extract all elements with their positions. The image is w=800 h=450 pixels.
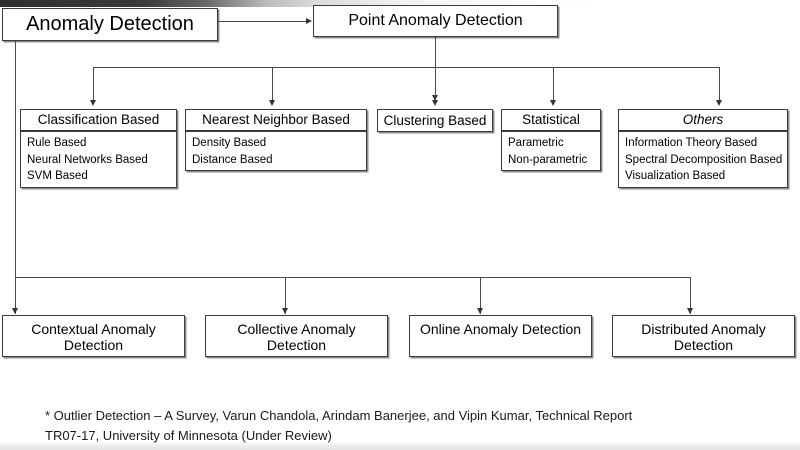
group-clustering-based-header: Clustering Based (377, 109, 493, 132)
node-distributed-anomaly-detection-label: Distributed Anomaly Detection (641, 321, 766, 353)
group-clustering-based[interactable]: Clustering Based (377, 109, 493, 132)
node-point-anomaly-detection[interactable]: Point Anomaly Detection (313, 5, 558, 37)
slide-bottom-edge-artifact (0, 442, 800, 450)
list-item: SVM Based (27, 170, 88, 183)
connector-drop-online (480, 277, 481, 314)
connector-drop-online-arrowhead (476, 308, 483, 314)
list-item: Density Based (192, 137, 267, 149)
connector-drop-statistical-arrowhead (549, 100, 556, 106)
group-classification-based[interactable]: Classification Based Rule Based Neural N… (20, 109, 177, 188)
slide-top-edge-artifact (0, 0, 800, 7)
connector-drop-collective (285, 277, 286, 314)
node-point-anomaly-detection-label: Point Anomaly Detection (348, 12, 523, 29)
connector-point-drop-arrowhead (431, 95, 438, 101)
node-distributed-anomaly-detection[interactable]: Distributed Anomaly Detection (612, 315, 795, 357)
node-anomaly-detection[interactable]: Anomaly Detection (2, 8, 218, 41)
connector-drop-others-arrowhead (715, 100, 722, 106)
source-citation: * Outlier Detection – A Survey, Varun Ch… (45, 408, 633, 443)
group-statistical-items: Parametric Non-parametric (501, 131, 601, 171)
group-others-items: Information Theory Based Spectral Decomp… (618, 131, 788, 188)
node-collective-anomaly-detection-label: Collective Anomaly Detection (237, 321, 356, 353)
list-item: Distance Based (192, 153, 273, 166)
connector-drop-distributed (690, 277, 691, 314)
list-item: Spectral Decomposition Based (625, 153, 783, 166)
list-item: Neural Networks Based (27, 153, 148, 166)
list-item: Rule Based (27, 137, 87, 149)
node-contextual-anomaly-detection[interactable]: Contextual Anomaly Detection (2, 315, 185, 357)
connector-drop-clustering (435, 67, 436, 103)
connector-drop-collective-arrowhead (281, 308, 288, 314)
connector-contextual-arrowhead (11, 308, 18, 314)
connector-root-to-point-arrowhead (306, 17, 312, 24)
group-others-header: Others (618, 109, 788, 131)
connector-drop-classification (93, 67, 94, 103)
connector-drop-nearest-neighbor (272, 67, 273, 103)
group-statistical-header: Statistical (501, 109, 601, 131)
list-item: Non-parametric (508, 153, 588, 166)
list-item: Visualization Based (625, 170, 726, 183)
group-others[interactable]: Others Information Theory Based Spectral… (618, 109, 788, 188)
connector-drop-distributed-arrowhead (686, 308, 693, 314)
connector-drop-statistical (553, 67, 554, 103)
connector-drop-nearest-neighbor-arrowhead (268, 100, 275, 106)
group-statistical[interactable]: Statistical Parametric Non-parametric (501, 109, 601, 171)
group-nearest-neighbor-based-items: Density Based Distance Based (185, 131, 367, 171)
node-contextual-anomaly-detection-label: Contextual Anomaly Detection (31, 321, 156, 353)
connector-drop-clustering-arrowhead (431, 100, 438, 106)
node-collective-anomaly-detection[interactable]: Collective Anomaly Detection (205, 315, 388, 357)
connector-drop-others (719, 67, 720, 103)
list-item: Parametric (508, 137, 564, 149)
group-classification-based-items: Rule Based Neural Networks Based SVM Bas… (20, 131, 177, 188)
node-online-anomaly-detection[interactable]: Online Anomaly Detection (409, 315, 592, 357)
group-nearest-neighbor-based[interactable]: Nearest Neighbor Based Density Based Dis… (185, 109, 367, 171)
connector-drop-classification-arrowhead (89, 100, 96, 106)
list-item: Information Theory Based (625, 137, 758, 149)
connector-root-spine (15, 41, 16, 314)
connector-type-bus (15, 277, 690, 278)
connector-category-bus (93, 67, 719, 68)
node-online-anomaly-detection-label: Online Anomaly Detection (419, 321, 582, 337)
group-classification-based-header: Classification Based (20, 109, 177, 131)
node-anomaly-detection-label: Anomaly Detection (26, 13, 194, 35)
connector-root-to-point (218, 21, 308, 22)
group-nearest-neighbor-based-header: Nearest Neighbor Based (185, 109, 367, 131)
